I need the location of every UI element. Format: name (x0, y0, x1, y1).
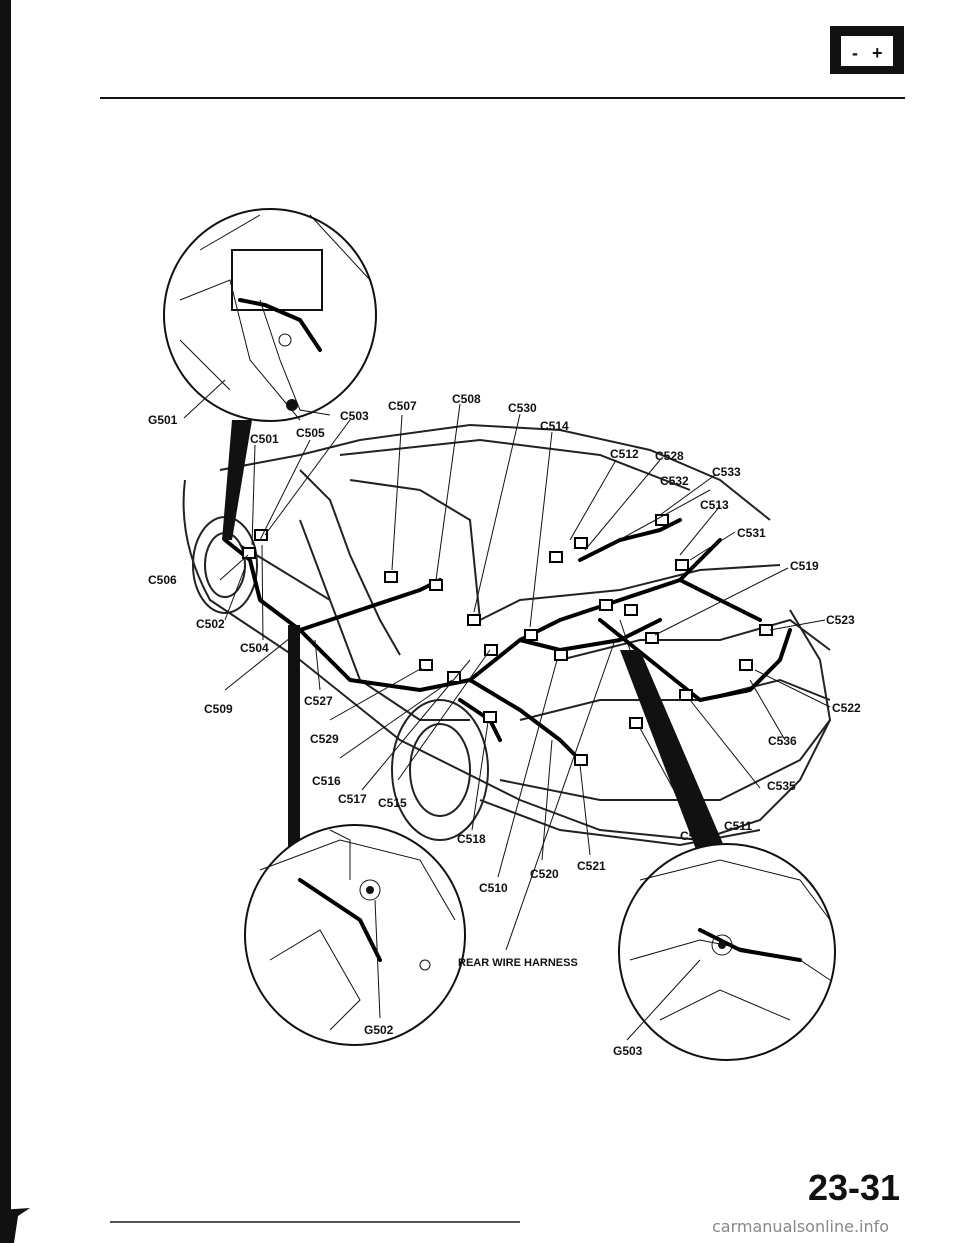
label-c521: C521 (577, 859, 606, 873)
label-c506: C506 (148, 573, 177, 587)
label-c509: C509 (204, 702, 233, 716)
label-c510: C510 (479, 881, 508, 895)
page-edge-curl (0, 1208, 30, 1243)
label-c512: C512 (610, 447, 639, 461)
label-c527: C527 (304, 694, 333, 708)
battery-minus: - (852, 43, 858, 63)
page-edge-bar (0, 0, 11, 1243)
battery-icon: - + (830, 26, 904, 74)
label-c533: C533 (712, 465, 741, 479)
label-c530: C530 (508, 401, 537, 415)
label-c502: C502 (196, 617, 225, 631)
leader-lines (183, 379, 831, 1041)
label-c531: C531 (737, 526, 766, 540)
label-c501: C501 (250, 432, 279, 446)
label-g502: G502 (364, 1023, 394, 1037)
label-c534: C534 (680, 829, 709, 843)
label-c514: C514 (540, 419, 569, 433)
label-rear-wire-harness: REAR WIRE HARNESS (458, 957, 578, 969)
label-c516: C516 (312, 774, 341, 788)
inset-g503 (618, 843, 836, 1061)
label-g501: G501 (148, 413, 178, 427)
label-c505: C505 (296, 426, 325, 440)
label-c535: C535 (767, 779, 796, 793)
label-c515: C515 (378, 796, 407, 810)
label-c523: C523 (826, 613, 855, 627)
label-c529: C529 (310, 732, 339, 746)
label-c520: C520 (530, 867, 559, 881)
labels: G501 C501 C505 C503 C507 C508 C530 C514 … (148, 392, 861, 1058)
car-body (182, 423, 832, 847)
label-c536: C536 (768, 734, 797, 748)
battery-plus: + (872, 43, 883, 63)
label-c519: C519 (790, 559, 819, 573)
label-c518: C518 (457, 832, 486, 846)
label-c511: C511 (724, 819, 752, 833)
label-c507: C507 (388, 399, 417, 413)
watermark: carmanualsonline.info (712, 1217, 889, 1236)
label-c528: C528 (655, 449, 684, 463)
label-c517: C517 (338, 792, 367, 806)
page-number: 23-31 (808, 1167, 900, 1208)
label-c513: C513 (700, 498, 729, 512)
label-c503: C503 (340, 409, 369, 423)
label-c508: C508 (452, 392, 481, 406)
label-c504: C504 (240, 641, 269, 655)
inset-g501 (163, 208, 377, 422)
label-c532: C532 (660, 474, 689, 488)
inset-g502 (244, 824, 466, 1046)
label-g503: G503 (613, 1044, 643, 1058)
label-c522: C522 (832, 701, 861, 715)
